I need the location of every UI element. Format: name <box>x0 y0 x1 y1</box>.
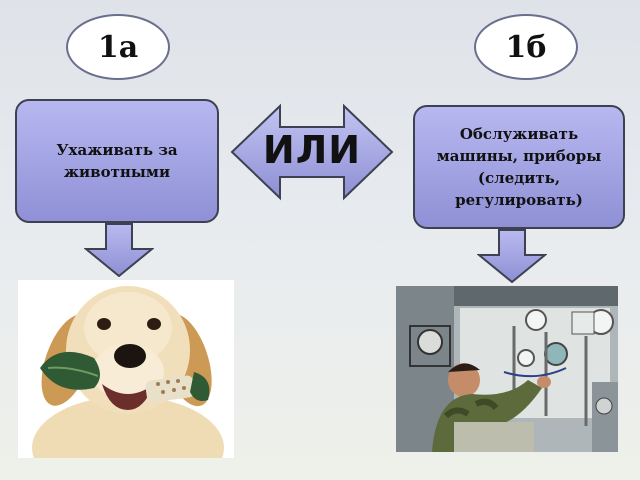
double-arrow-icon <box>230 103 394 201</box>
option-1b-label: 1б <box>505 29 547 65</box>
dog-illustration-icon <box>18 280 234 458</box>
worker-instruments-photo <box>396 286 618 452</box>
option-1a-box: Ухаживать за животными <box>15 99 219 223</box>
down-arrow-icon <box>84 223 154 277</box>
worker-illustration-icon <box>396 286 618 452</box>
option-1b-box: Обслуживать машины, приборы (следить, ре… <box>413 105 625 229</box>
down-arrow-icon <box>477 229 547 283</box>
option-1a-label: 1а <box>97 29 139 65</box>
or-connector-label: ИЛИ <box>262 128 362 172</box>
option-1a-badge: 1а <box>66 14 170 80</box>
option-1b-text: Обслуживать машины, приборы (следить, ре… <box>436 125 602 209</box>
option-1a-text: Ухаживать за животными <box>56 141 178 181</box>
dog-photo <box>18 280 234 458</box>
option-1b-badge: 1б <box>474 14 578 80</box>
